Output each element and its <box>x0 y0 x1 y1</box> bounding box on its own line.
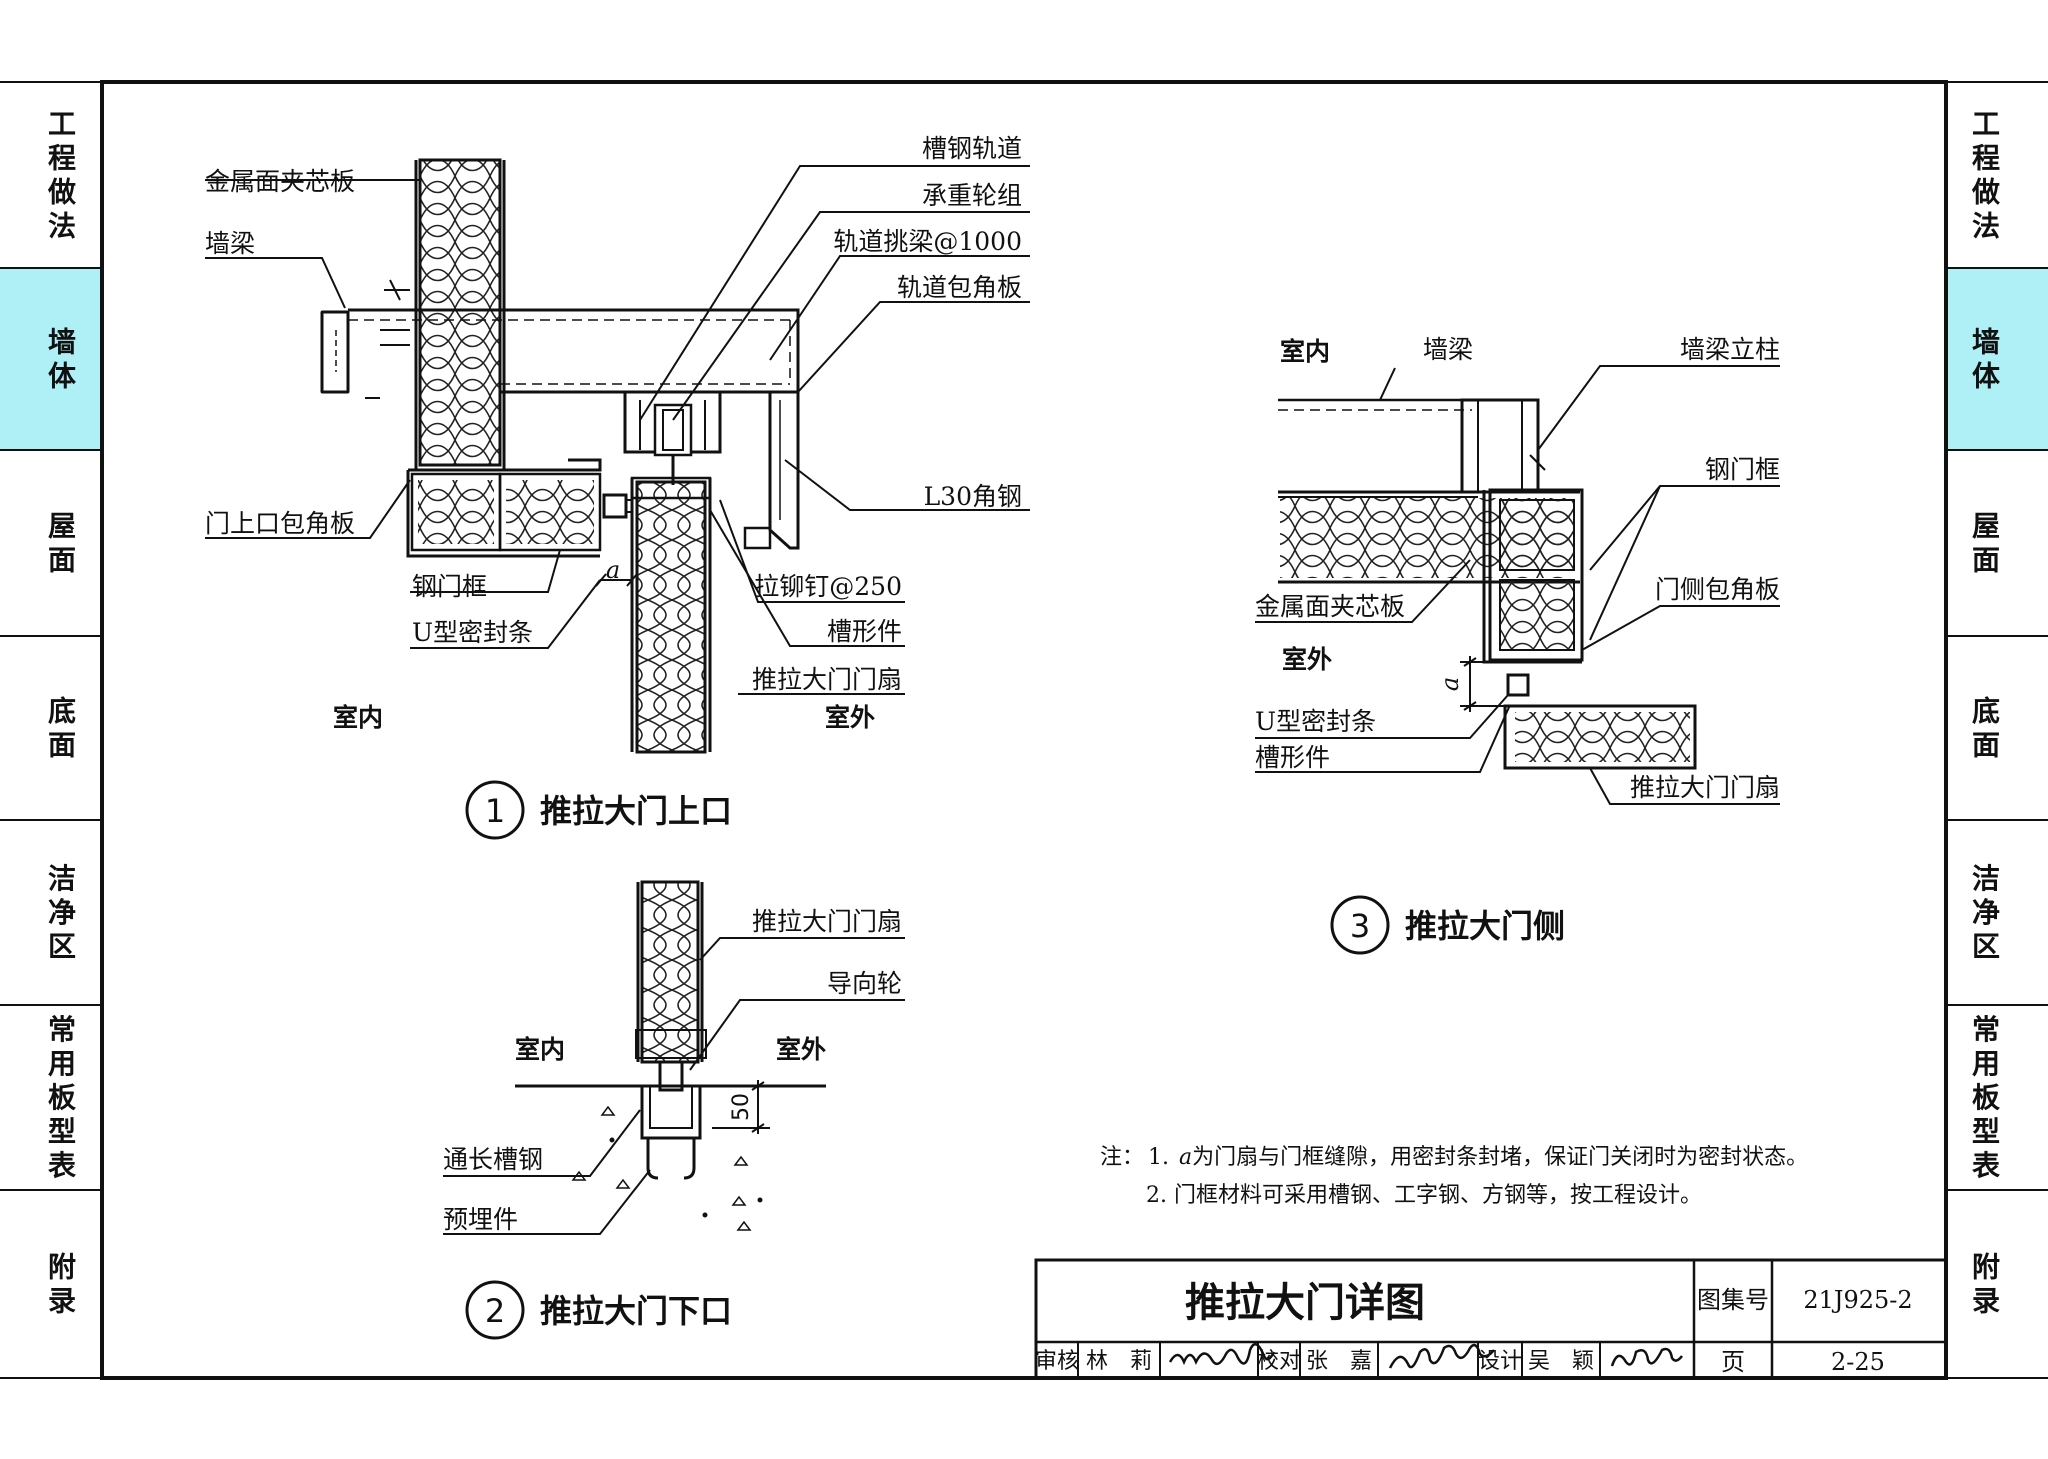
d1-label-gap: a <box>606 556 620 584</box>
d2-label-embed: 预埋件 <box>443 1205 518 1234</box>
d1-label-panel: 金属面夹芯板 <box>205 167 355 196</box>
d3-label-outside: 室外 <box>1282 645 1332 674</box>
left-tab-0[interactable]: 工程做法 <box>47 108 76 243</box>
right-tab-4[interactable]: 洁净区 <box>1972 862 2000 963</box>
atlas-number: 21J925-2 <box>1803 1286 1912 1314</box>
reviewer-signature <box>1168 1343 1276 1366</box>
d3-label-side-flashing: 门侧包角板 <box>1655 575 1780 604</box>
right-tab-6[interactable]: 附录 <box>1972 1251 2000 1318</box>
left-tab-active-bg <box>0 268 100 450</box>
right-tab-active-bg <box>1948 268 2048 450</box>
signatures <box>1168 1343 1683 1369</box>
d1-number: 1 <box>485 792 505 830</box>
d3-label-beam: 墙梁 <box>1423 335 1473 364</box>
d2-label-channel: 通长槽钢 <box>443 1145 543 1174</box>
note-1-number: 1. <box>1148 1145 1169 1170</box>
d2-label-inside: 室内 <box>515 1035 565 1064</box>
right-tab-5[interactable]: 常用板型表 <box>1972 1013 2000 1182</box>
detail-3-drawing <box>1255 365 1780 955</box>
d2-label-guide-wheel: 导向轮 <box>827 969 902 998</box>
d1-label-u-seal: U型密封条 <box>412 618 533 647</box>
d3-label-inside: 室内 <box>1280 337 1330 366</box>
d2-title: 推拉大门下口 <box>540 1292 732 1330</box>
left-tab-6[interactable]: 附录 <box>48 1251 76 1318</box>
left-tab-4[interactable]: 洁净区 <box>48 862 76 963</box>
designer-signature <box>1610 1347 1683 1367</box>
d1-label-inside: 室内 <box>333 703 383 732</box>
drawing-title: 推拉大门详图 <box>1185 1280 1425 1326</box>
d3-label-channel-piece: 槽形件 <box>1255 743 1330 772</box>
d3-number: 3 <box>1350 907 1370 945</box>
d1-label-beam: 墙梁 <box>205 229 255 258</box>
note-1-italic: a <box>1179 1145 1192 1170</box>
review-label: 审核 <box>1035 1349 1079 1374</box>
notes-prefix: 注： <box>1100 1145 1144 1170</box>
d3-label-panel: 金属面夹芯板 <box>1255 592 1405 621</box>
d1-label-door-leaf: 推拉大门门扇 <box>752 665 902 694</box>
d1-label-track-flashing: 轨道包角板 <box>897 273 1022 302</box>
d1-label-steel-frame: 钢门框 <box>412 572 487 601</box>
d3-label-door-leaf: 推拉大门门扇 <box>1630 773 1780 802</box>
d1-label-door-top-flashing: 门上口包角板 <box>205 509 355 538</box>
left-tab-1[interactable]: 墙体 <box>48 326 77 393</box>
d1-label-wheel-set: 承重轮组 <box>922 181 1022 210</box>
d3-label-gap: a <box>1436 677 1464 691</box>
d2-number: 2 <box>485 1292 505 1330</box>
right-tab-2[interactable]: 屋面 <box>1972 510 2000 577</box>
right-tab-0[interactable]: 工程做法 <box>1971 108 2000 243</box>
detail-1-drawing <box>205 158 1030 840</box>
d1-label-outside: 室外 <box>825 703 875 732</box>
d1-label-angle: L30角钢 <box>924 482 1022 511</box>
page-number: 2-25 <box>1831 1348 1885 1376</box>
left-tab-2[interactable]: 屋面 <box>48 510 76 577</box>
d2-label-door-leaf: 推拉大门门扇 <box>752 907 902 936</box>
left-tab-3[interactable]: 底面 <box>48 695 76 762</box>
detail-2-drawing <box>443 880 905 1340</box>
sheet-border <box>100 80 1948 1380</box>
checker-name: 张 嘉 <box>1306 1349 1372 1374</box>
right-tab-1[interactable]: 墙体 <box>1972 326 2001 393</box>
reviewer-name: 林 莉 <box>1086 1349 1152 1374</box>
left-tab-5[interactable]: 常用板型表 <box>48 1013 76 1182</box>
right-tab-3[interactable]: 底面 <box>1972 695 2000 762</box>
note-2: 2. 门框材料可采用槽钢、工字钢、方钢等，按工程设计。 <box>1146 1183 1702 1208</box>
d1-label-rivet: 拉铆钉@250 <box>754 572 902 601</box>
d2-label-outside: 室外 <box>776 1035 826 1064</box>
checker-signature <box>1388 1343 1495 1369</box>
notes-line-1: 注：1. a为门扇与门框缝隙，用密封条封堵，保证门关闭时为密封状态。 <box>1100 1145 1808 1170</box>
design-label: 设计 <box>1478 1349 1522 1374</box>
check-label: 校对 <box>1257 1349 1301 1374</box>
title-block <box>1034 1258 1948 1380</box>
d3-label-u-seal: U型密封条 <box>1255 707 1376 736</box>
page-label: 页 <box>1721 1348 1745 1376</box>
d1-title: 推拉大门上口 <box>540 792 732 830</box>
designer-name: 吴 颖 <box>1528 1349 1594 1374</box>
note-1-text: 为门扇与门框缝隙，用密封条封堵，保证门关闭时为密封状态。 <box>1192 1145 1808 1170</box>
d3-label-steel-frame: 钢门框 <box>1705 455 1780 484</box>
d3-label-column: 墙梁立柱 <box>1680 335 1780 364</box>
d1-label-channel-piece: 槽形件 <box>827 617 902 646</box>
d2-dim-50: 50 <box>729 1093 754 1121</box>
d1-label-channel-track: 槽钢轨道 <box>922 134 1022 163</box>
d3-title: 推拉大门侧 <box>1405 907 1565 945</box>
d1-label-track-beam: 轨道挑梁@1000 <box>833 227 1022 256</box>
atlas-label: 图集号 <box>1697 1286 1769 1314</box>
